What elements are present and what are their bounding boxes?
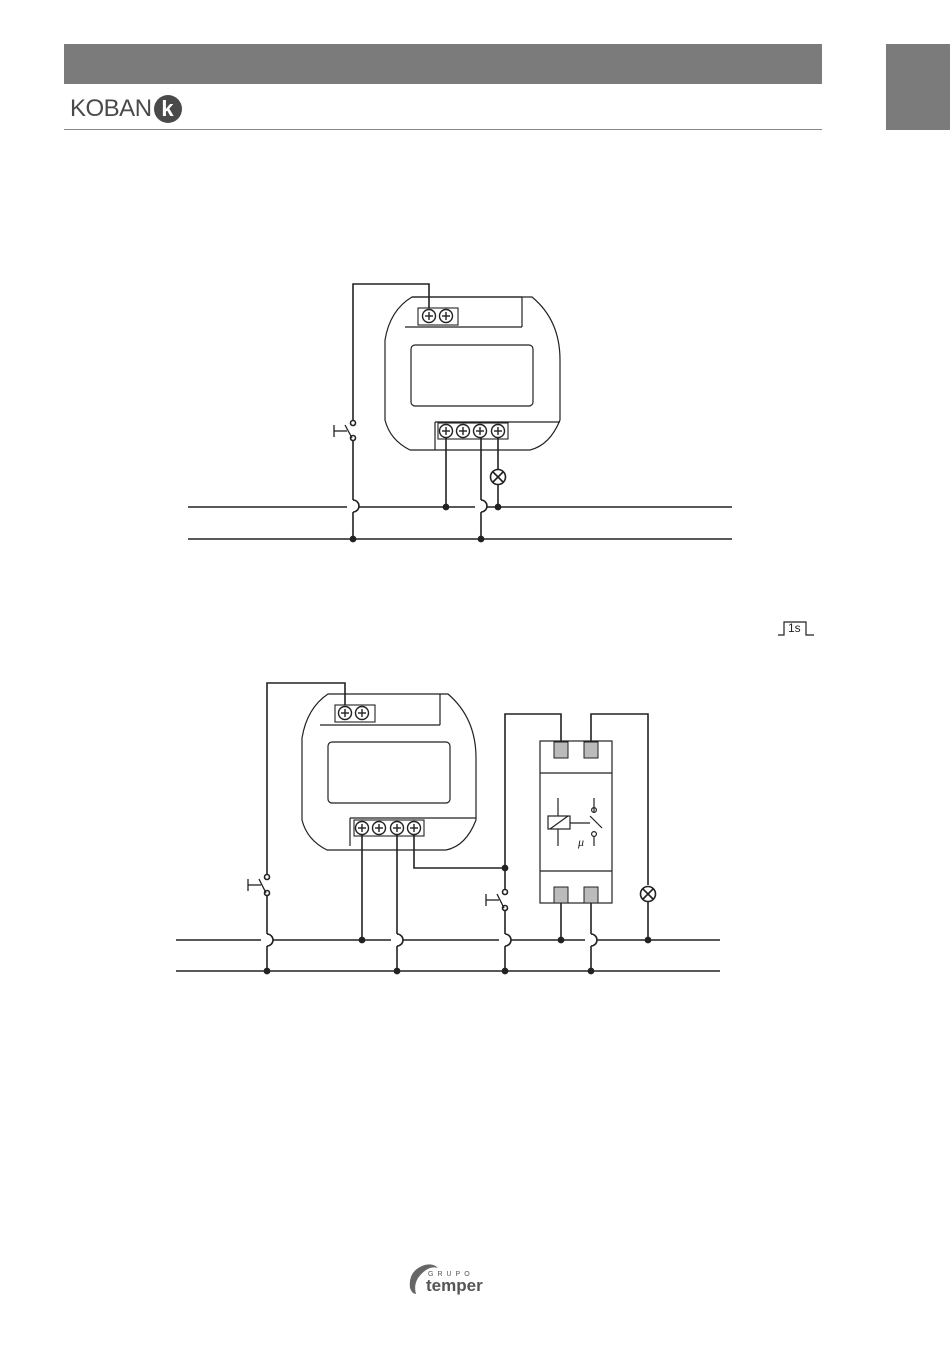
screw-terminal-icon xyxy=(440,310,453,323)
screw-terminal-icon xyxy=(423,310,436,323)
screw-terminal-icon xyxy=(408,822,421,835)
screw-terminal-icon xyxy=(440,425,453,438)
screw-terminal-icon xyxy=(492,425,505,438)
screw-terminal-icon xyxy=(373,822,386,835)
footer-temper: temper xyxy=(426,1276,483,1296)
lamp-icon xyxy=(491,470,506,485)
relay-micro-symbol: μ xyxy=(577,835,584,849)
diagram-2: μ xyxy=(176,683,720,974)
screw-terminal-icon xyxy=(339,707,352,720)
pushbutton-icon xyxy=(486,890,508,911)
diagram-1 xyxy=(188,284,732,542)
pushbutton-icon xyxy=(248,875,270,896)
screw-terminal-icon xyxy=(391,822,404,835)
screw-terminal-icon xyxy=(474,425,487,438)
pulse-label: 1s xyxy=(788,621,801,635)
screw-terminal-icon xyxy=(457,425,470,438)
lamp-icon xyxy=(641,887,656,902)
screw-terminal-icon xyxy=(356,822,369,835)
pushbutton-icon xyxy=(334,421,356,441)
screw-terminal-icon xyxy=(356,707,369,720)
